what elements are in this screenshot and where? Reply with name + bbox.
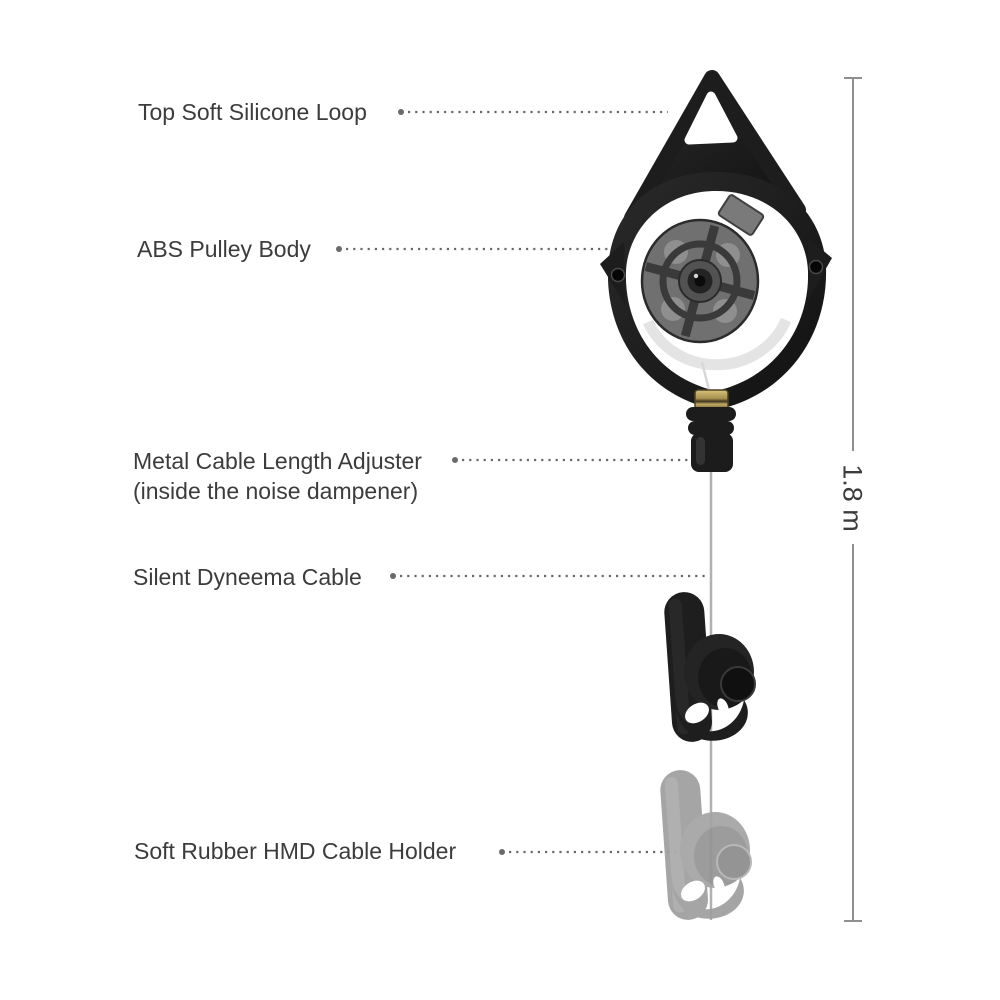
metal-cable-length-adjuster (694, 389, 729, 410)
leader-lines (336, 109, 705, 855)
wheel-tab (717, 194, 765, 236)
label-hmd-cable-holder: Soft Rubber HMD Cable Holder (134, 838, 457, 864)
leader-holder (499, 849, 676, 855)
wheel-axle-hole (694, 275, 706, 287)
inner-ring-shading (643, 317, 792, 371)
label-abs-pulley-body: ABS Pulley Body (137, 236, 311, 262)
leader-pulley-body (336, 246, 648, 252)
label-adjuster-line2: (inside the noise dampener) (133, 478, 419, 504)
leader-bullet (398, 109, 404, 115)
ghost-holder-hole-right (713, 876, 725, 894)
leader-adjuster (452, 457, 690, 463)
leader-top-loop (398, 109, 668, 115)
dampener-flange-top (686, 407, 736, 421)
holder-hole-right (717, 698, 729, 716)
dampener-highlight (696, 437, 705, 465)
ghost-holder-hole-left (681, 880, 705, 902)
wheel-highlight (693, 273, 699, 279)
left-screw-hole (610, 267, 626, 283)
ghost-cable-holder (660, 770, 752, 920)
holder-knob-face (720, 666, 756, 702)
pulley-wheel (640, 194, 765, 344)
dampener-flange-bottom (688, 421, 734, 435)
cable-exit-thread (700, 361, 712, 395)
label-top-silicone-loop: Top Soft Silicone Loop (138, 99, 367, 125)
noise-dampener (686, 407, 736, 472)
leader-bullet (390, 573, 396, 579)
holder-bottom-loop (675, 700, 748, 741)
leader-cable (390, 573, 705, 579)
hmd-cable-holder (664, 592, 756, 742)
wheel-inner-ring (659, 240, 741, 322)
label-adjuster-line1: Metal Cable Length Adjuster (133, 448, 422, 474)
leader-bullet (452, 457, 458, 463)
measurement-length-label: 1.8 m (837, 464, 868, 532)
loop-opening (684, 91, 738, 145)
measurement-line (844, 77, 862, 922)
label-silent-dyneema-cable: Silent Dyneema Cable (133, 564, 362, 590)
holder-hole-left (685, 702, 709, 724)
leader-bullet (336, 246, 342, 252)
right-screw-hole (808, 259, 824, 275)
ghost-holder-knob-face (716, 844, 752, 880)
ghost-holder-bottom-loop (671, 878, 744, 919)
leader-bullet (499, 849, 505, 855)
label-cable-length-adjuster: Metal Cable Length Adjuster (inside the … (133, 446, 422, 506)
